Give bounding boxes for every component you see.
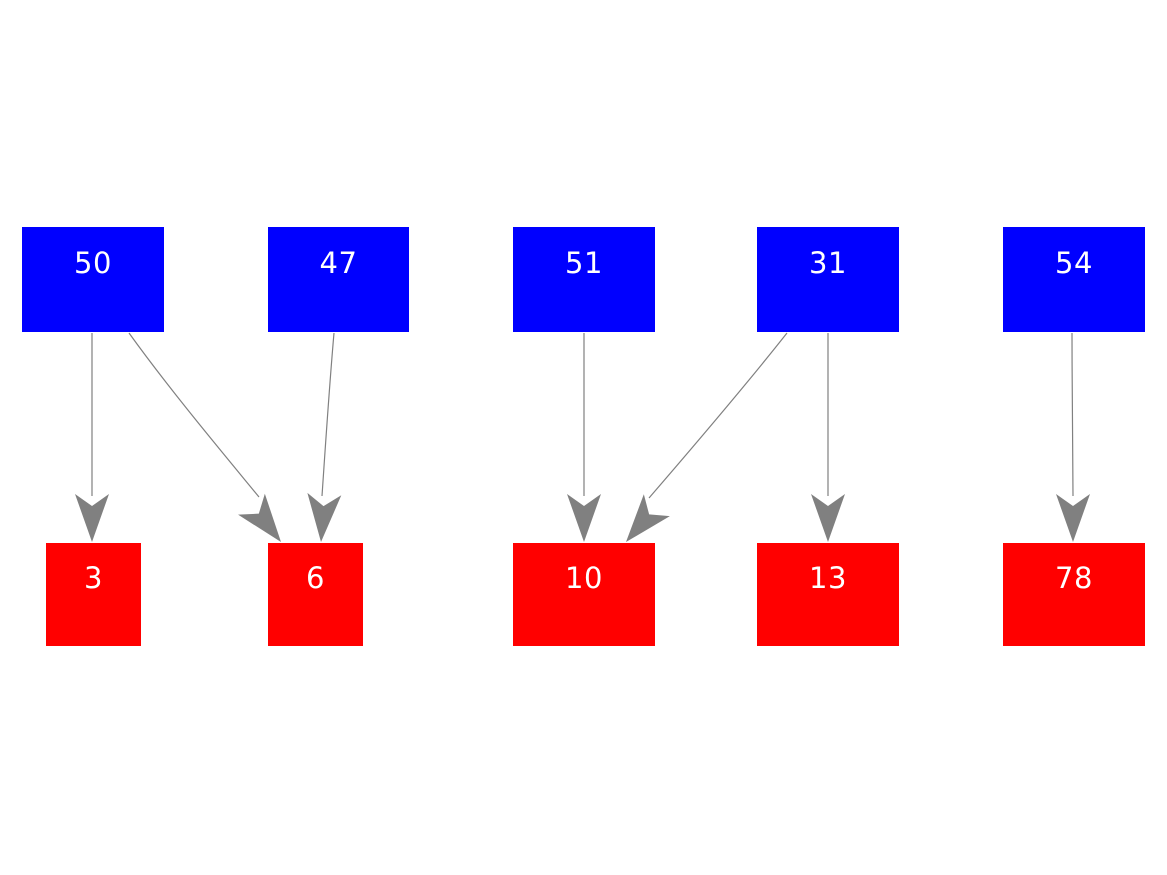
- graph-node-3[interactable]: 3: [46, 543, 141, 646]
- edge-line: [321, 332, 335, 497]
- graph-node-50[interactable]: 50: [22, 227, 164, 332]
- node-label: 13: [809, 561, 847, 595]
- node-label: 31: [809, 246, 847, 280]
- edge-line: [648, 332, 788, 499]
- arrowhead-icon: [307, 492, 342, 542]
- node-label: 47: [319, 246, 358, 280]
- arrowhead-icon: [75, 494, 109, 542]
- node-label: 50: [74, 246, 112, 280]
- graph-edge-51-to-10: [567, 333, 601, 542]
- graph-edge-50-to-6: [128, 332, 281, 542]
- graph-node-6[interactable]: 6: [268, 543, 363, 646]
- graph-edge-47-to-6: [307, 332, 342, 542]
- graph-edge-54-to-78: [1056, 332, 1090, 542]
- edge-line: [1071, 332, 1074, 497]
- graph-edge-31-to-13: [811, 332, 845, 542]
- graph-edge-50-to-3: [75, 333, 109, 542]
- arrowhead-icon: [567, 494, 601, 542]
- graph-node-51[interactable]: 51: [513, 227, 655, 332]
- graph-node-54[interactable]: 54: [1003, 227, 1145, 332]
- graph-node-78[interactable]: 78: [1003, 543, 1145, 646]
- node-label: 54: [1055, 246, 1093, 280]
- node-label: 3: [84, 561, 103, 595]
- node-label: 51: [565, 246, 603, 280]
- graph-node-31[interactable]: 31: [757, 227, 899, 332]
- graph-node-10[interactable]: 10: [513, 543, 655, 646]
- edge-line: [128, 332, 260, 498]
- graph-node-13[interactable]: 13: [757, 543, 899, 646]
- node-label: 10: [565, 561, 603, 595]
- graph-edge-31-to-10: [626, 332, 788, 542]
- node-label: 6: [306, 561, 325, 595]
- arrowhead-icon: [1056, 494, 1090, 542]
- node-label: 78: [1055, 561, 1093, 595]
- graph-node-47[interactable]: 47: [268, 227, 409, 332]
- arrowhead-icon: [811, 494, 845, 542]
